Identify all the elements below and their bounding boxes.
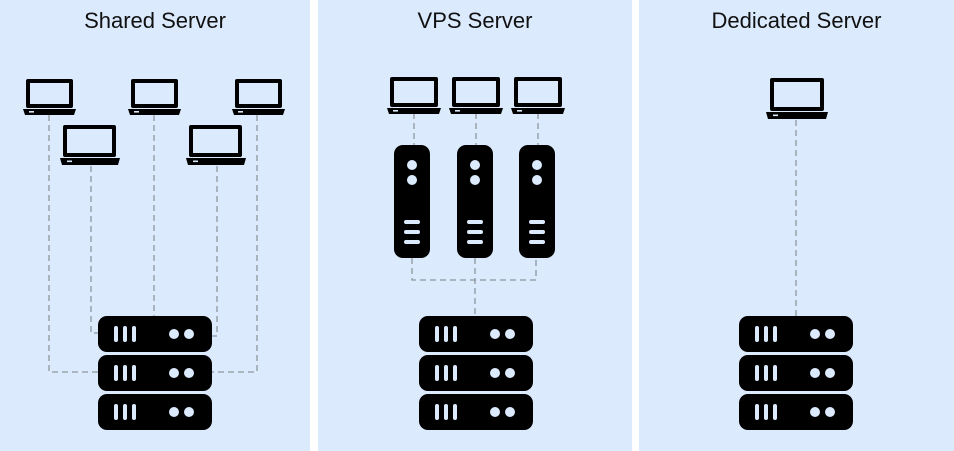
server-unit bbox=[739, 394, 853, 430]
laptop-icon bbox=[387, 77, 441, 114]
laptop-icon bbox=[766, 78, 828, 119]
connector bbox=[90, 166, 100, 334]
server-rack-icon bbox=[739, 316, 853, 430]
connector bbox=[48, 115, 100, 373]
server-rack-icon bbox=[98, 316, 212, 430]
laptop-icon bbox=[511, 77, 565, 114]
panel-shared-server: Shared Server bbox=[0, 0, 310, 451]
panel-dedicated-server: Dedicated Server bbox=[639, 0, 954, 451]
server-unit bbox=[419, 394, 533, 430]
server-unit bbox=[98, 316, 212, 352]
dedicated-server-diagram bbox=[739, 78, 853, 430]
connector-lines bbox=[411, 113, 539, 318]
laptop-icon bbox=[232, 79, 285, 115]
connector bbox=[212, 115, 258, 373]
panel-title: Dedicated Server bbox=[711, 8, 882, 33]
connector bbox=[411, 258, 537, 281]
laptop-icon bbox=[449, 77, 503, 114]
panel-title: Shared Server bbox=[84, 8, 226, 33]
server-unit bbox=[739, 355, 853, 391]
panel-vps-server: VPS Server bbox=[318, 0, 632, 451]
connector bbox=[212, 166, 218, 337]
server-tower-icon bbox=[457, 145, 493, 258]
laptop-icon bbox=[186, 125, 246, 165]
laptop-icon bbox=[128, 79, 181, 115]
panel-title: VPS Server bbox=[417, 8, 533, 33]
server-unit bbox=[739, 316, 853, 352]
vps-server-diagram bbox=[387, 77, 565, 430]
server-unit bbox=[98, 394, 212, 430]
server-tower-icon bbox=[394, 145, 430, 258]
server-unit bbox=[419, 316, 533, 352]
laptop-icon bbox=[60, 125, 120, 165]
server-unit bbox=[419, 355, 533, 391]
server-rack-icon bbox=[419, 316, 533, 430]
shared-server-diagram bbox=[23, 79, 285, 430]
server-tower-icon bbox=[519, 145, 555, 258]
laptop-icon bbox=[23, 79, 76, 115]
connector-lines bbox=[48, 115, 258, 373]
server-unit bbox=[98, 355, 212, 391]
